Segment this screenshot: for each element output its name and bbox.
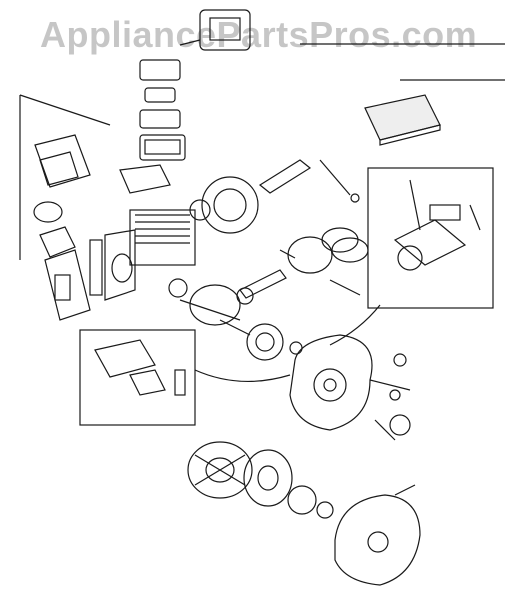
starter-housing [334,484,421,586]
bearing [246,323,303,361]
recoil-pulley [287,485,334,519]
inset-choke-assembly [329,167,494,346]
connecting-rod [236,269,361,305]
manual-booklet [364,94,441,146]
flywheel [187,441,253,499]
air-filter-region [19,94,111,260]
carburetor-assembly [119,9,251,194]
watermark: AppliancePartsPros.com [40,14,478,55]
piston-rings [279,227,369,274]
crankcase-plate [189,176,259,234]
muffler [44,249,91,321]
small-parts-right [369,353,411,441]
starter-plate [243,449,293,507]
inset-pawl-assembly [79,329,291,426]
throttle-lever [258,159,360,203]
crankshaft [168,278,251,336]
cylinder-block [89,209,196,301]
